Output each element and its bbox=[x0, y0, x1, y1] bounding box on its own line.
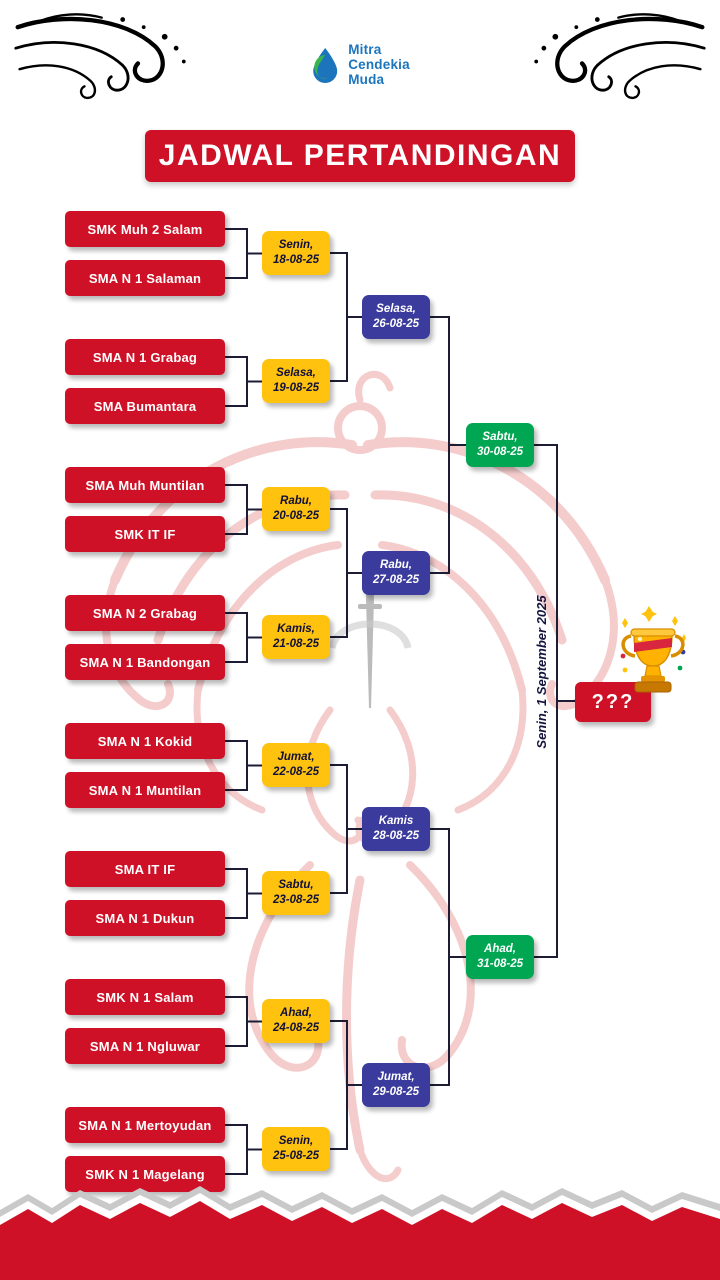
round1-date-box: Senin, 18-08-25 bbox=[262, 231, 330, 275]
date-day: Rabu, bbox=[280, 495, 312, 508]
team-box: SMA N 1 Muntilan bbox=[65, 772, 225, 808]
date-day: Kamis, bbox=[277, 623, 315, 636]
monument-watermark bbox=[328, 592, 412, 708]
date-day: Ahad, bbox=[280, 1007, 312, 1020]
date-day: Ahad, bbox=[484, 943, 516, 956]
date-value: 20-08-25 bbox=[272, 510, 320, 522]
team-box: SMA Muh Muntilan bbox=[65, 467, 225, 503]
round2-date-box: Jumat, 29-08-25 bbox=[362, 1063, 430, 1107]
team-box: SMK Muh 2 Salam bbox=[65, 211, 225, 247]
date-value: 24-08-25 bbox=[272, 1022, 320, 1034]
date-value: 22-08-25 bbox=[272, 766, 320, 778]
date-value: 19-08-25 bbox=[272, 382, 320, 394]
date-value: 27-08-25 bbox=[372, 574, 420, 586]
logo-wordmark: Mitra Cendekia Muda bbox=[348, 42, 410, 87]
date-value: 25-08-25 bbox=[272, 1150, 320, 1162]
team-box: SMA N 1 Salaman bbox=[65, 260, 225, 296]
date-day: Senin, bbox=[278, 239, 314, 252]
brand-logo: Mitra Cendekia Muda bbox=[310, 42, 410, 87]
logo-line2: Cendekia bbox=[348, 57, 410, 73]
date-value: 21-08-25 bbox=[272, 638, 320, 650]
round2-date-box: Kamis 28-08-25 bbox=[362, 807, 430, 851]
date-value: 28-08-25 bbox=[372, 830, 420, 842]
team-box: SMA N 1 Mertoyudan bbox=[65, 1107, 225, 1143]
semifinal-date-box: Ahad, 31-08-25 bbox=[466, 935, 534, 979]
torn-paper-edge bbox=[0, 1186, 720, 1280]
round1-date-box: Kamis, 21-08-25 bbox=[262, 615, 330, 659]
date-day: Sabtu, bbox=[278, 879, 314, 892]
date-value: 31-08-25 bbox=[476, 958, 524, 970]
logo-drop-icon bbox=[313, 47, 338, 83]
date-day: Senin, bbox=[278, 1135, 314, 1148]
team-box: SMK N 1 Salam bbox=[65, 979, 225, 1015]
round2-date-box: Selasa, 26-08-25 bbox=[362, 295, 430, 339]
date-day: Kamis bbox=[378, 815, 414, 828]
logo-line3: Muda bbox=[348, 72, 385, 88]
round1-date-box: Sabtu, 23-08-25 bbox=[262, 871, 330, 915]
team-box: SMA N 1 Grabag bbox=[65, 339, 225, 375]
team-box: SMA N 2 Grabag bbox=[65, 595, 225, 631]
date-day: Jumat, bbox=[277, 751, 315, 764]
final-date-label: Senin, 1 September 2025 bbox=[534, 595, 549, 749]
team-box: SMA Bumantara bbox=[65, 388, 225, 424]
corner-flourish-right-icon bbox=[534, 13, 706, 100]
date-day: Sabtu, bbox=[482, 431, 518, 444]
round2-date-box: Rabu, 27-08-25 bbox=[362, 551, 430, 595]
date-day: Selasa, bbox=[376, 303, 416, 316]
team-box: SMA N 1 Dukun bbox=[65, 900, 225, 936]
date-value: 23-08-25 bbox=[272, 894, 320, 906]
date-value: 29-08-25 bbox=[372, 1086, 420, 1098]
page-title: JADWAL PERTANDINGAN bbox=[145, 130, 575, 182]
date-day: Rabu, bbox=[380, 559, 412, 572]
team-box: SMK N 1 Magelang bbox=[65, 1156, 225, 1192]
round1-date-box: Ahad, 24-08-25 bbox=[262, 999, 330, 1043]
trophy-icon bbox=[620, 606, 686, 693]
round1-date-box: Selasa, 19-08-25 bbox=[262, 359, 330, 403]
date-day: Selasa, bbox=[276, 367, 316, 380]
team-box: SMK IT IF bbox=[65, 516, 225, 552]
date-day: Jumat, bbox=[377, 1071, 415, 1084]
team-box: SMA N 1 Bandongan bbox=[65, 644, 225, 680]
team-box: SMA IT IF bbox=[65, 851, 225, 887]
date-value: 26-08-25 bbox=[372, 318, 420, 330]
team-box: SMA N 1 Kokid bbox=[65, 723, 225, 759]
semifinal-date-box: Sabtu, 30-08-25 bbox=[466, 423, 534, 467]
team-box: SMA N 1 Ngluwar bbox=[65, 1028, 225, 1064]
round1-date-box: Rabu, 20-08-25 bbox=[262, 487, 330, 531]
round1-date-box: Jumat, 22-08-25 bbox=[262, 743, 330, 787]
logo-line1: Mitra bbox=[348, 42, 382, 57]
corner-flourish-left-icon bbox=[14, 13, 186, 100]
date-value: 30-08-25 bbox=[476, 446, 524, 458]
date-value: 18-08-25 bbox=[272, 254, 320, 266]
round1-date-box: Senin, 25-08-25 bbox=[262, 1127, 330, 1171]
